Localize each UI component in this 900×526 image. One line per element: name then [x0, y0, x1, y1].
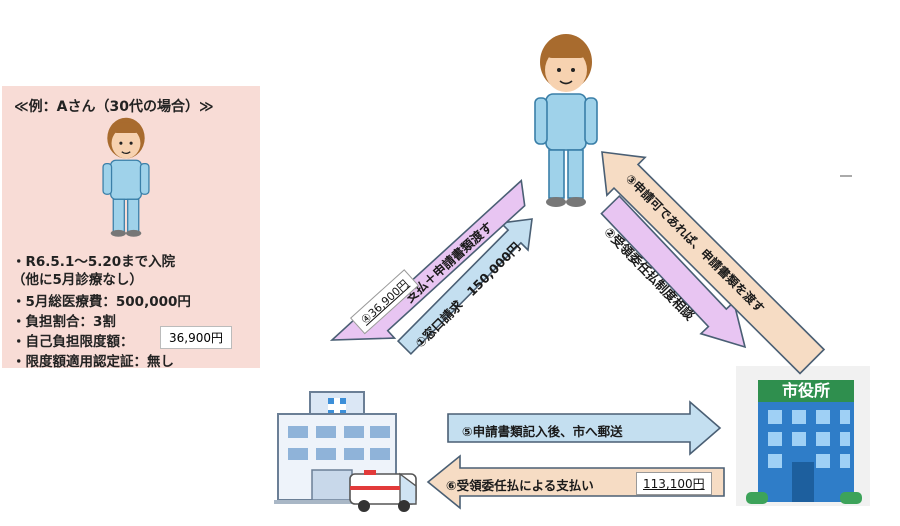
city-hall-sign: 市役所: [781, 381, 830, 400]
example-line-2: （他に5月診療なし）: [12, 272, 143, 288]
flow-arrow-1: [396, 218, 533, 356]
example-line-3: ・5月総医療費：500,000円: [12, 294, 191, 310]
flow-arrow-2-shape: [600, 194, 747, 349]
limit-amount: 36,900円: [160, 326, 232, 349]
patient-figure: [534, 34, 598, 207]
flow-arrow-5: [447, 400, 722, 456]
hospital-building: [274, 391, 402, 504]
flow-label-5: ⑤申請書類記入後、市へ郵送: [462, 424, 623, 439]
example-line-5: ・自己負担限度額：: [12, 334, 134, 350]
flow-label-6: ⑥受領委任払による支払い: [446, 478, 594, 493]
flow-arrow-6: [426, 454, 725, 510]
flow-amount-6: 113,100円: [636, 472, 712, 495]
flow-arrow-3: [601, 151, 826, 375]
city-hall-building: [736, 366, 870, 506]
example-line-6: ・限度額適用認定証：無し: [12, 354, 174, 370]
example-line-4: ・負担割合：3割: [12, 314, 116, 330]
example-line-1: ・R6.5.1～5.20まで入院: [12, 254, 176, 270]
example-heading: ≪例：Aさん（30代の場合）≫: [14, 99, 214, 115]
ambulance: [349, 470, 417, 512]
patient-small-figure: [102, 117, 150, 237]
